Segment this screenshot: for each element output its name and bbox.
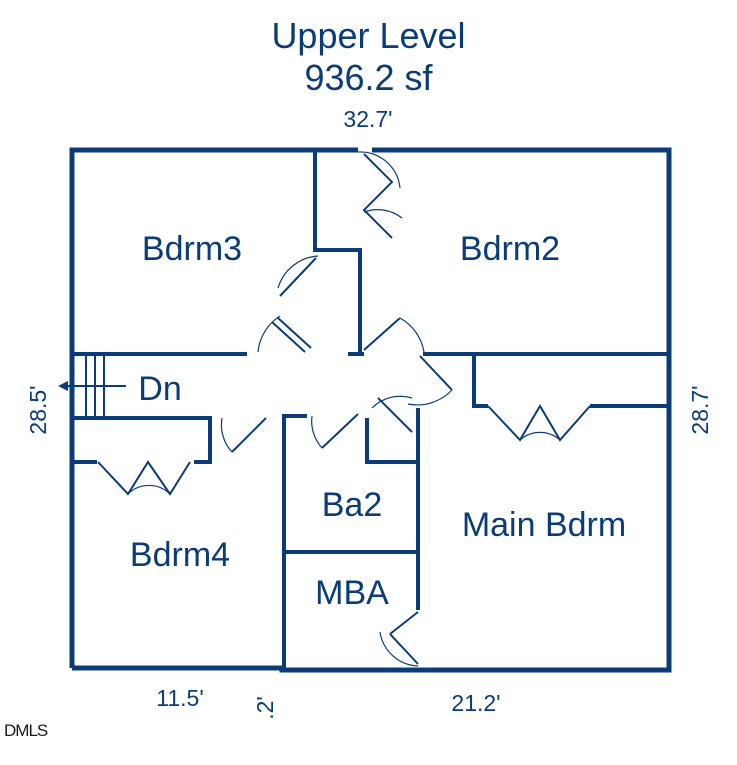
dimension-top: 32.7' xyxy=(343,106,392,132)
doors xyxy=(97,151,591,667)
dimension-left: 28.5' xyxy=(25,385,51,434)
dimension-right: 28.7' xyxy=(687,385,713,434)
room-label-main-bdrm: Main Bdrm xyxy=(462,506,626,544)
outer-walls xyxy=(69,147,672,673)
room-label-bdrm4: Bdrm4 xyxy=(130,536,230,574)
dimension-bottom-right: 21.2' xyxy=(451,690,500,716)
watermark: DMLS xyxy=(4,721,48,740)
dimension-bottom-left: 11.5' xyxy=(156,685,203,711)
room-label-ba2: Ba2 xyxy=(322,486,383,524)
room-label-bdrm2: Bdrm2 xyxy=(460,230,560,268)
stair-arrow-icon xyxy=(58,381,68,391)
stairs xyxy=(58,356,126,416)
plan-title: Upper Level xyxy=(271,15,466,56)
plan-area: 936.2 sf xyxy=(304,57,433,98)
dimension-bottom-mid: .2' xyxy=(252,696,278,720)
interior-walls xyxy=(72,150,669,670)
room-label-bdrm3: Bdrm3 xyxy=(142,230,242,268)
room-label-dn: Dn xyxy=(138,370,181,408)
room-label-mba: MBA xyxy=(315,574,389,612)
